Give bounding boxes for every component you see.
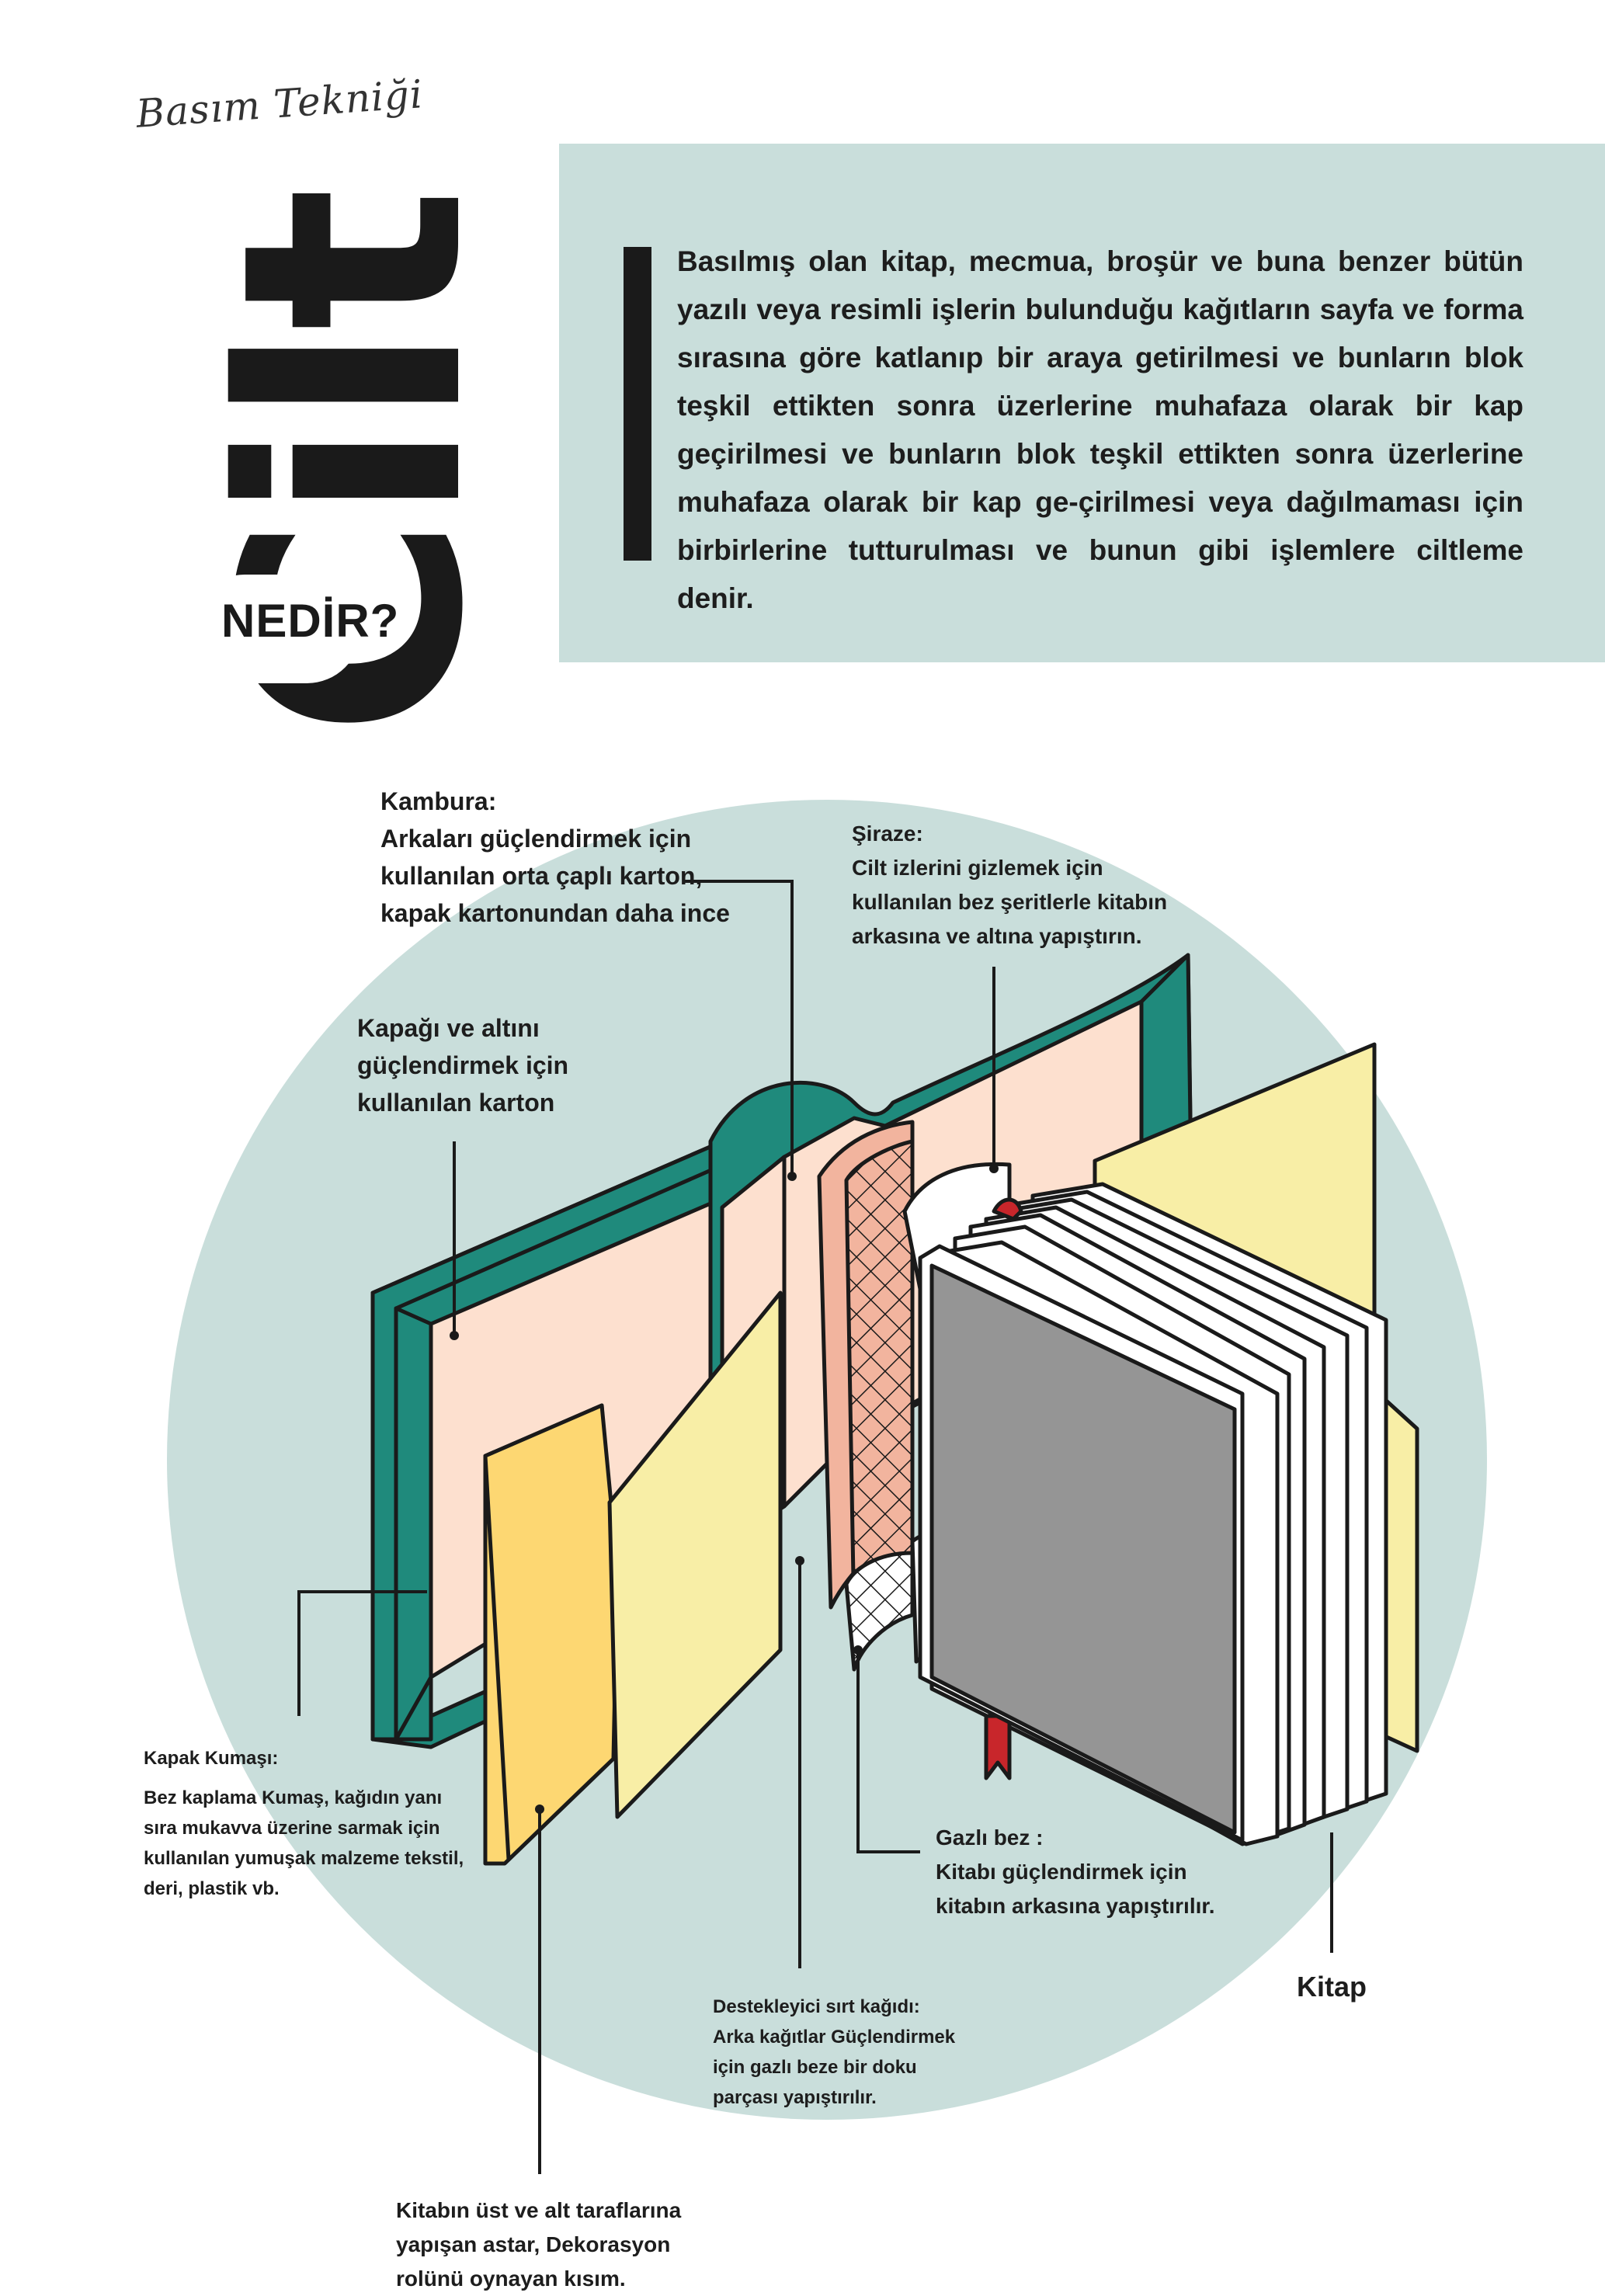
label-astar-line: rolünü oynayan kısım. <box>396 2266 626 2291</box>
label-kambura: Kambura: Arkaları güçlendirmek için kull… <box>380 783 730 932</box>
label-kambura-line: Arkaları güçlendirmek için <box>380 825 692 853</box>
label-kitap: Kitap <box>1297 1971 1367 2002</box>
label-destekleyici-line: parçası yapıştırılır. <box>713 2087 877 2108</box>
leader-lines <box>297 880 1333 2174</box>
label-kapak-kumasi-title: Kapak Kumaşı: <box>144 1748 279 1769</box>
intro-text: Basılmış olan kitap, mecmua, broşür ve b… <box>677 245 1523 614</box>
label-kapak-kumasi-line: Bez kaplama Kumaş, kağıdın yanı <box>144 1787 443 1808</box>
label-karton: Kapağı ve altını güçlendirmek için kulla… <box>357 1009 568 1121</box>
label-destekleyici-line: için gazlı beze bir doku <box>713 2057 917 2078</box>
label-siraze: Şiraze: Cilt izlerini gizlemek için kull… <box>852 817 1167 953</box>
label-kambura-line: kapak kartonundan daha ince <box>380 899 730 927</box>
label-gazli-bez-title: Gazlı bez : <box>936 1825 1044 1850</box>
label-siraze-line: Cilt izlerini gizlemek için <box>852 856 1103 880</box>
label-siraze-title: Şiraze: <box>852 821 923 846</box>
label-destekleyici-title: Destekleyici sırt kağıdı: <box>713 1996 920 2017</box>
intro-accent-bar <box>624 247 651 561</box>
intro-panel <box>559 144 1605 662</box>
endpaper-sheet <box>483 1290 783 1866</box>
subtitle-pill <box>190 575 361 683</box>
label-astar-line: Kitabın üst ve alt taraflarına <box>396 2198 682 2222</box>
label-karton-line: kullanılan karton <box>357 1089 555 1117</box>
label-gazli-bez: Gazlı bez : Kitabı güçlendirmek için kit… <box>936 1821 1215 1923</box>
book-block <box>918 1182 1388 1846</box>
leader-dots <box>450 1164 999 1814</box>
label-astar-line: yapışan astar, Dekorasyon <box>396 2232 671 2256</box>
label-destekleyici-line: Arka kağıtlar Güçlendirmek <box>713 2027 956 2048</box>
label-siraze-line: kullanılan bez şeritlerle kitabın <box>852 890 1168 914</box>
label-gazli-bez-line: kitabın arkasına yapıştırılır. <box>936 1894 1215 1918</box>
label-karton-line: güçlendirmek için <box>357 1051 569 1079</box>
label-kambura-line: kullanılan orta çaplı karton, <box>380 862 703 890</box>
label-astar: Kitabın üst ve alt taraflarına yapışan a… <box>396 2194 681 2296</box>
subtitle: NEDİR? <box>221 595 400 647</box>
label-gazli-bez-line: Kitabı güçlendirmek için <box>936 1860 1187 1884</box>
label-kapak-kumasi: Kapak Kumaşı: Bez kaplama Kumaş, kağıdın… <box>144 1743 464 1904</box>
label-karton-line: Kapağı ve altını <box>357 1014 540 1042</box>
label-kapak-kumasi-line: deri, plastik vb. <box>144 1878 280 1899</box>
label-siraze-line: arkasına ve altına yapıştırın. <box>852 924 1142 948</box>
label-kapak-kumasi-line: kullanılan yumuşak malzeme tekstil, <box>144 1848 464 1869</box>
label-destekleyici: Destekleyici sırt kağıdı: Arka kağıtlar … <box>713 1992 955 2113</box>
label-kambura-title: Kambura: <box>380 787 497 815</box>
label-kapak-kumasi-line: sıra mukavva üzerine sarmak için <box>144 1818 440 1839</box>
spine-lining <box>817 1120 915 1672</box>
